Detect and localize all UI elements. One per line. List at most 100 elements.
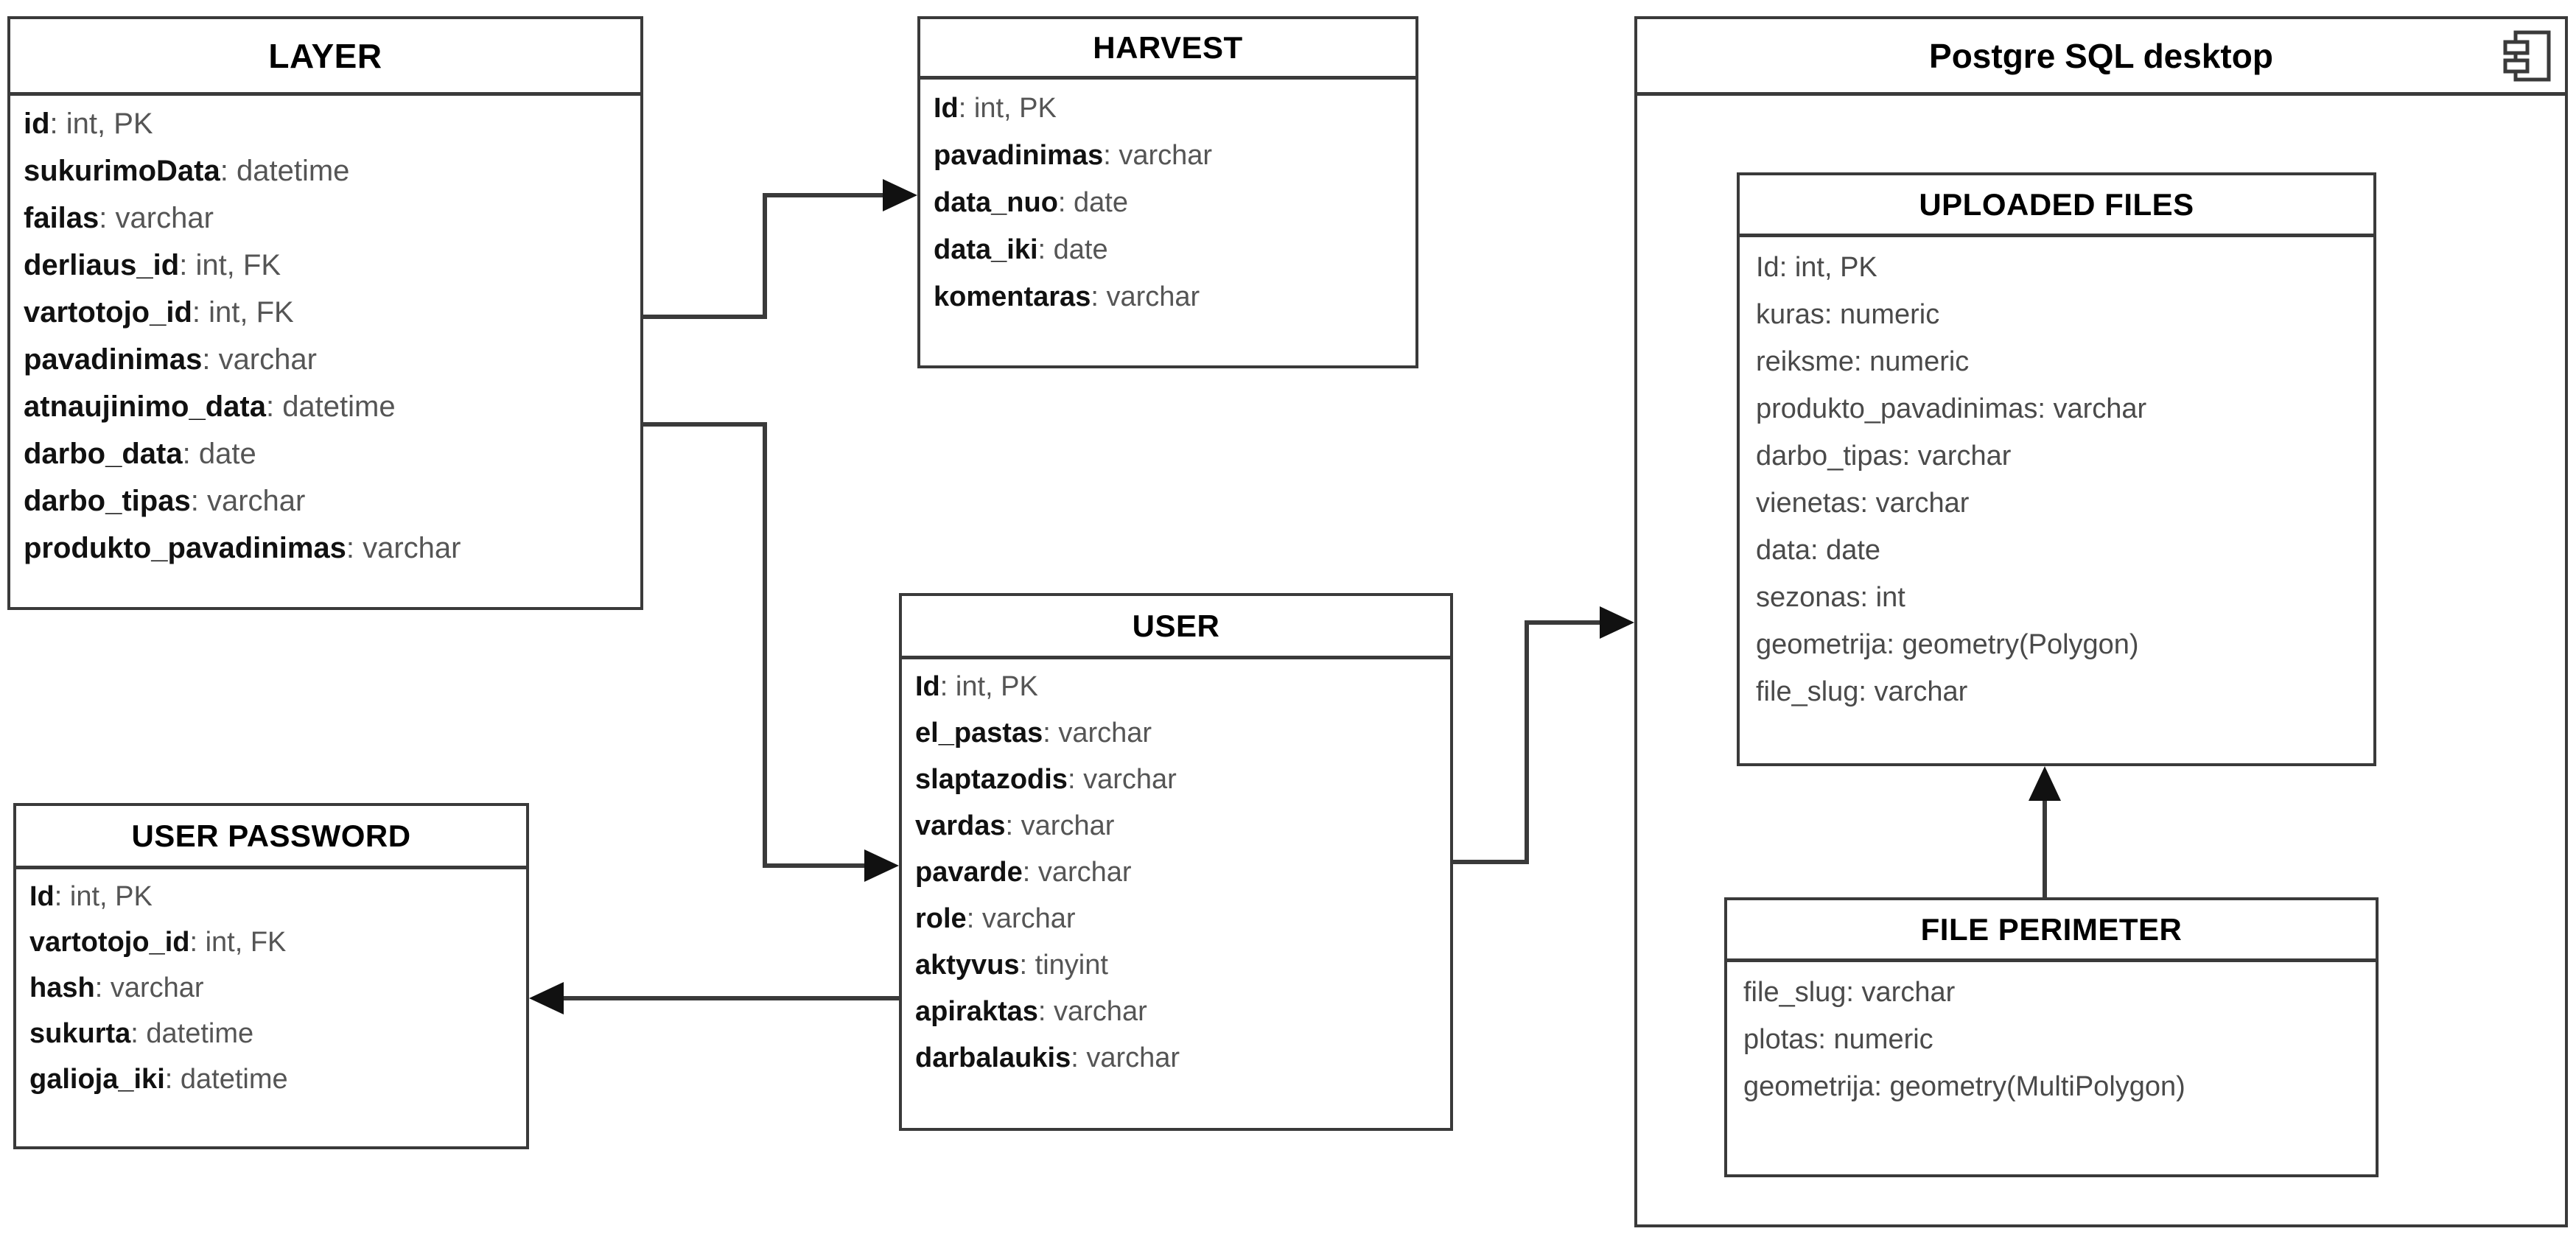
attribute-type: date [1053,234,1108,265]
attribute-row: atnaujinimo_data: datetime [24,390,396,423]
attribute-name: produkto_pavadinimas [1756,393,2038,424]
attribute-name: failas [24,202,99,234]
attribute-name: hash [29,972,95,1003]
attribute-row: geometrija: geometry(MultiPolygon) [1743,1071,2185,1102]
attribute-name: vartotojo_id [29,927,190,958]
attribute-row: vartotojo_id: int, FK [29,927,287,958]
attribute-row: role: varchar [915,903,1076,934]
attribute-name: atnaujinimo_data [24,390,266,423]
attribute-row: sezonas: int [1756,582,1905,613]
attribute-name: geometrija [1743,1071,1875,1102]
entity-uploaded-files[interactable]: UPLOADED FILES Id: int, PK kuras: numeri… [1737,172,2376,766]
attribute-type: int [1875,582,1905,613]
entity-file-perimeter-body: file_slug: varchar plotas: numeric geome… [1727,962,2376,1174]
attribute-row: Id: int, PK [29,881,153,912]
attribute-type: varchar [115,202,214,234]
attribute-row: darbo_data: date [24,438,256,470]
attribute-row: Id: int, PK [1756,252,1877,283]
attribute-row: sukurimoData: datetime [24,155,350,187]
attribute-row: hash: varchar [29,972,204,1003]
entity-file-perimeter-header: FILE PERIMETER [1727,900,2376,962]
attribute-type: varchar [363,532,461,564]
attribute-row: derliaus_id: int, FK [24,249,281,281]
attribute-row: komentaras: varchar [934,281,1200,312]
attribute-row: Id: int, PK [915,671,1038,702]
attribute-type: varchar [1054,996,1147,1027]
attribute-type: varchar [1875,488,1970,519]
entity-user-password[interactable]: USER PASSWORD Id: int, PK vartotojo_id: … [13,803,529,1149]
attribute-row: produkto_pavadinimas: varchar [1756,393,2147,424]
entity-layer[interactable]: LAYER id: int, PK sukurimoData: datetime… [7,16,643,610]
attribute-row: aktyvus: tinyint [915,950,1108,981]
attribute-type: varchar [1058,718,1152,749]
attribute-row: data: date [1756,535,1881,566]
attribute-type: varchar [218,343,317,376]
attribute-name: vienetas [1756,488,1861,519]
attribute-row: pavadinimas: varchar [934,140,1213,171]
attribute-row: failas: varchar [24,202,214,234]
attribute-name: galioja_iki [29,1064,165,1095]
attribute-type: varchar [1086,1042,1180,1073]
attribute-type: datetime [146,1018,254,1049]
entity-user-header: USER [902,596,1450,659]
attribute-row: Id: int, PK [934,93,1057,124]
attribute-row: vienetas: varchar [1756,488,1970,519]
entity-file-perimeter[interactable]: FILE PERIMETER file_slug: varchar plotas… [1724,897,2379,1177]
attribute-type: varchar [2053,393,2147,424]
attribute-type: varchar [1917,441,2012,471]
attribute-type: int, PK [66,108,153,140]
attribute-type: varchar [1119,140,1213,171]
attribute-name: darbalaukis [915,1042,1071,1073]
connector-layer-to-harvest [643,179,917,319]
attribute-name: derliaus_id [24,249,180,281]
attribute-type: varchar [206,485,306,517]
attribute-type: int, PK [69,881,153,912]
connector-layer-to-user [643,422,899,882]
attribute-row: pavadinimas: varchar [24,343,317,376]
attribute-name: Id [29,881,55,912]
entity-user-password-header: USER PASSWORD [16,806,526,869]
attribute-row: sukurta: datetime [29,1018,254,1049]
attribute-row: kuras: numeric [1756,299,1940,330]
attribute-name: apiraktas [915,996,1038,1027]
attribute-type: geometry(Polygon) [1902,629,2139,660]
attribute-type: datetime [282,390,396,423]
attribute-name: vardas [915,810,1006,841]
entity-user[interactable]: USER Id: int, PK el_pastas: varchar slap… [899,593,1453,1131]
attribute-name: darbo_data [24,438,183,470]
entity-file-perimeter-title: FILE PERIMETER [1920,911,2183,947]
entity-layer-title: LAYER [268,36,382,75]
attribute-row: data_nuo: date [934,187,1128,218]
attribute-row: data_iki: date [934,234,1108,265]
attribute-row: reiksme: numeric [1756,346,1970,377]
attribute-type: varchar [1861,977,1956,1008]
attribute-name: geometrija [1756,629,1887,660]
attribute-name: file_slug [1743,977,1847,1008]
attribute-name: Id [934,93,959,124]
entity-uploaded-files-header: UPLOADED FILES [1740,175,2373,237]
attribute-name: sukurimoData [24,155,220,187]
attribute-type: int, PK [1794,252,1877,283]
attribute-name: plotas [1743,1024,1819,1055]
entity-user-password-body: Id: int, PK vartotojo_id: int, FK hash: … [16,869,526,1146]
attribute-name: id [24,108,50,140]
attribute-row: el_pastas: varchar [915,718,1152,749]
entity-harvest[interactable]: HARVEST Id: int, PK pavadinimas: varchar… [917,16,1418,368]
attribute-type: varchar [1874,676,1968,707]
attribute-row: produkto_pavadinimas: varchar [24,532,461,564]
attribute-type: date [1826,535,1881,566]
attribute-name: komentaras [934,281,1091,312]
attribute-name: pavarde [915,857,1023,888]
component-header: Postgre SQL desktop [1637,19,2565,96]
attribute-row: vardas: varchar [915,810,1115,841]
attribute-type: geometry(MultiPolygon) [1889,1071,2185,1102]
attribute-name: sukurta [29,1018,131,1049]
attribute-row: id: int, PK [24,108,153,140]
attribute-name: Id [915,671,940,702]
attribute-name: kuras [1756,299,1824,330]
attribute-type: varchar [1037,857,1132,888]
attribute-type: datetime [180,1064,288,1095]
attribute-name: darbo_tipas [1756,441,1903,471]
entity-harvest-body: Id: int, PK pavadinimas: varchar data_nu… [920,80,1415,365]
attribute-name: reiksme [1756,346,1855,377]
